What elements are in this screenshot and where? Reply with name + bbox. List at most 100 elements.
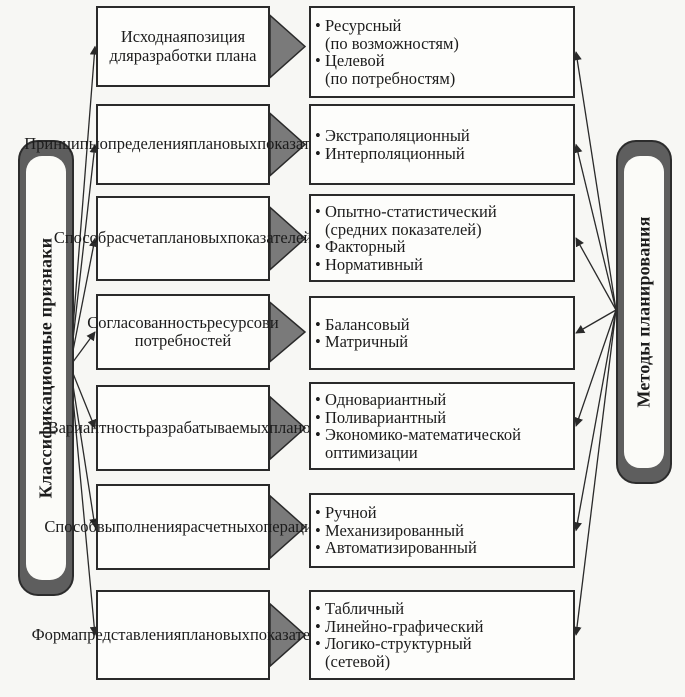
method-item-line: Линейно-графический: [325, 616, 484, 636]
criterion-label: Формапредставленияплановыхпоказателей: [32, 624, 335, 645]
right-vertical-bar: Методы планирования: [616, 140, 672, 484]
method-item-line: Балансовый: [325, 314, 410, 334]
criterion-line: Принципы: [24, 134, 100, 154]
bullet-icon: •: [315, 538, 321, 558]
criterion-box-5: Вариантностьразрабатываемыхпланов: [48, 385, 318, 471]
methods-box-6: •Ручной•Механизированный•Автоматизирован…: [309, 493, 575, 568]
criterion-label: Способвыполнениярасчетныхопераций: [44, 516, 322, 537]
method-item: •Табличный: [315, 599, 567, 618]
criterion-line: Исходная: [120, 27, 188, 46]
row-pointer-arrow: [269, 602, 307, 668]
method-item: •Одновариантный: [315, 390, 567, 409]
method-item-line: (средних показателей): [325, 219, 482, 239]
criterion-line: расчета: [106, 228, 160, 248]
right-connector-arrow: [575, 237, 617, 311]
method-item: •Линейно-графический: [315, 616, 567, 636]
method-item-line: Табличный: [325, 599, 405, 618]
method-item-line: Экономико-математической: [325, 425, 521, 444]
method-item-line: (по потребностям): [325, 68, 456, 88]
left-connector-arrow: [69, 365, 99, 636]
criterion-label: Принципыопределенияплановыхпоказателей: [24, 135, 342, 154]
right-connector-arrow: [574, 309, 617, 427]
criterion-line: Вариантность: [47, 417, 146, 437]
method-item-line: Опытно-статистический: [325, 202, 497, 221]
bullet-icon: •: [315, 314, 321, 334]
criterion-line: разработки плана: [133, 45, 257, 65]
criterion-line: определения: [99, 134, 189, 154]
right-connector-arrow: [572, 309, 617, 532]
method-item: •Матричный: [315, 332, 567, 351]
method-item: •Нормативный: [315, 254, 567, 274]
bullet-icon: •: [315, 254, 321, 274]
criterion-line: и потребностей: [134, 312, 279, 350]
right-connector-arrow: [572, 51, 617, 311]
row-pointer-arrow: [269, 205, 307, 272]
left-vertical-bar: Классификационные признаки: [18, 140, 74, 596]
method-item-line: (по возможностям): [325, 33, 459, 53]
right-connector-arrow: [572, 309, 617, 636]
criterion-label: Вариантностьразрабатываемыхпланов: [47, 417, 319, 438]
criterion-label: Исходнаяпозиция дляразработки плана: [104, 27, 262, 65]
criterion-label: Согласованностьресурсови потребностей: [87, 312, 279, 351]
method-item: •Интерполяционный: [315, 143, 567, 163]
right-connector-arrow: [573, 143, 617, 311]
bullet-icon: •: [315, 599, 321, 618]
criterion-line: представления: [78, 624, 182, 644]
criterion-line: плановых: [188, 134, 258, 154]
criterion-line: плановых: [159, 228, 228, 248]
bullet-icon: •: [315, 143, 321, 163]
criterion-line: показателей: [227, 228, 313, 248]
methods-box-5: •Одновариантный•Поливариантный•Экономико…: [309, 382, 575, 470]
criterion-line: выполнения: [96, 516, 183, 536]
left-connector-arrow: [69, 365, 99, 528]
method-item-line: Экстраполяционный: [325, 126, 470, 145]
criterion-line: позиция для: [109, 27, 246, 65]
method-item: •Ресурсный(по возможностям): [315, 16, 567, 53]
bullet-icon: •: [315, 520, 321, 540]
right-bar-inner: Методы планирования: [624, 156, 664, 468]
method-item-line: Одновариантный: [325, 390, 447, 409]
right-bar-title: Методы планирования: [633, 216, 654, 408]
method-item-line: оптимизации: [325, 442, 418, 462]
method-item-line: Нормативный: [325, 254, 423, 274]
left-connector-arrow: [69, 45, 99, 367]
methods-box-3: •Опытно-статистический(средних показател…: [309, 194, 575, 282]
bullet-icon: •: [315, 16, 321, 35]
method-item-line: Поливариантный: [325, 407, 447, 427]
bullet-icon: •: [315, 237, 321, 256]
bullet-icon: •: [315, 332, 321, 351]
criterion-line: ресурсов: [206, 312, 270, 332]
method-item-line: Ручной: [325, 503, 377, 523]
criterion-label: Способрасчетаплановыхпоказателей: [54, 229, 312, 248]
right-connector-arrow: [575, 309, 617, 334]
criterion-box-2: Принципыопределенияплановыхпоказателей: [24, 104, 342, 185]
row-pointer-arrow: [269, 300, 307, 364]
criterion-line: планов: [269, 417, 319, 437]
method-item-line: Интерполяционный: [325, 143, 465, 163]
method-item: •Механизированный: [315, 520, 567, 540]
criterion-line: Способ: [44, 516, 97, 536]
method-item-line: Матричный: [325, 332, 409, 351]
row-pointer-arrow: [269, 395, 307, 461]
criterion-line: операций: [255, 516, 322, 536]
method-item-line: Автоматизированный: [325, 538, 477, 558]
left-connector-arrow: [69, 331, 96, 367]
method-item: •Факторный: [315, 238, 567, 256]
bullet-icon: •: [315, 202, 321, 221]
method-item: •Экстраполяционный: [315, 126, 567, 145]
bullet-icon: •: [315, 390, 321, 409]
method-item-line: Механизированный: [325, 520, 464, 540]
method-item-line: (сетевой): [325, 651, 391, 671]
bullet-icon: •: [315, 51, 321, 70]
criterion-box-6: Способвыполнениярасчетныхопераций: [44, 484, 322, 570]
method-item-line: Ресурсный: [325, 16, 402, 35]
criterion-line: плановых: [181, 624, 250, 644]
criterion-box-7: Формапредставленияплановыхпоказателей: [32, 590, 334, 680]
method-item-line: Целевой: [325, 51, 385, 70]
methods-box-7: •Табличный•Линейно-графический•Логико-ст…: [309, 590, 575, 680]
criterion-box-1: Исходнаяпозиция дляразработки плана: [96, 6, 270, 87]
criterion-line: расчетных: [182, 516, 256, 536]
bullet-icon: •: [315, 616, 321, 636]
